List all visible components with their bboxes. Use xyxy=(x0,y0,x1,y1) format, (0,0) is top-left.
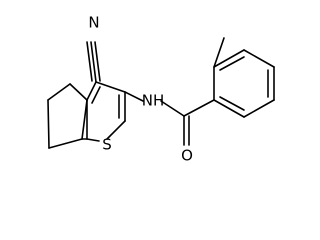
bond-th-1 xyxy=(86,81,97,101)
bond-cp-3 xyxy=(81,99,88,140)
bond-bz-3 xyxy=(243,49,275,68)
bond-cp-1 xyxy=(47,83,71,101)
bond-cn-2 xyxy=(94,41,101,82)
atom-label-thiophene-s: S xyxy=(102,136,112,154)
bond-th-2 xyxy=(95,81,126,93)
atom-label-amide-nh: NH xyxy=(142,92,165,110)
bond-cbenz-1 xyxy=(183,99,215,117)
bond-cp-5 xyxy=(47,99,50,149)
bond-cp-4 xyxy=(48,138,83,149)
bond-bz-2 xyxy=(213,49,245,68)
bond-nh-2 xyxy=(160,100,185,117)
bond-bz-6 xyxy=(213,99,245,118)
bond-nh-1 xyxy=(124,91,144,102)
atom-label-carbonyl-o: O xyxy=(181,147,193,165)
bond-bz-d1 xyxy=(219,56,245,71)
bond-th-1b xyxy=(91,86,101,104)
bond-th-4 xyxy=(106,120,126,140)
bond-methyl xyxy=(213,37,225,68)
structure-svg: N NH S O xyxy=(47,14,275,165)
atom-label-nitrile-n: N xyxy=(88,14,99,32)
bond-cp-2 xyxy=(69,83,88,101)
bond-th-7 xyxy=(86,138,100,142)
molecule-diagram: N NH S O xyxy=(47,13,275,165)
bond-bz-d3 xyxy=(219,96,245,111)
bond-bz-5 xyxy=(243,99,275,118)
bond-cn-1 xyxy=(90,41,97,83)
bond-cn-3 xyxy=(86,41,93,82)
